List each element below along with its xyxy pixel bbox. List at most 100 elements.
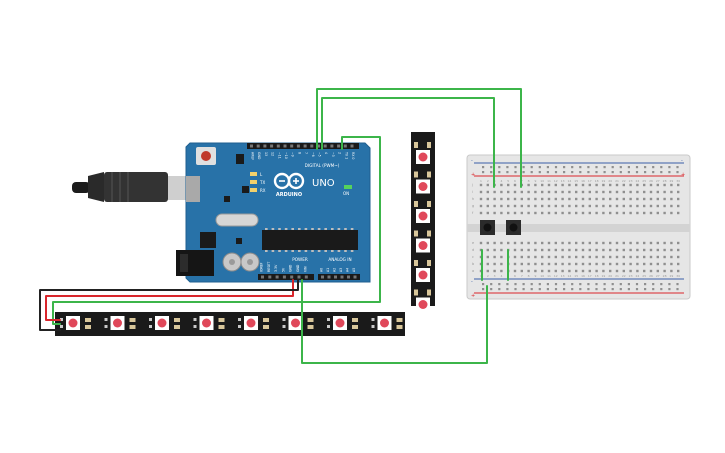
led-pixel[interactable] (414, 142, 431, 164)
breadboard-column-number: 5 (507, 179, 509, 183)
led-pixel[interactable] (327, 316, 358, 330)
digital-pin-hole[interactable] (350, 144, 354, 148)
led-label-tx: TX (259, 180, 265, 185)
breadboard-center-channel (467, 224, 690, 232)
breadboard-column-number: 27 (656, 274, 660, 278)
usb-socket (186, 176, 200, 202)
led-pixel[interactable] (149, 316, 180, 330)
brand-label: ARDUINO (276, 192, 302, 198)
digital-pin-hole[interactable] (343, 144, 347, 148)
wire-black-gnd-to-strip[interactable] (39, 279, 299, 331)
digital-pin-hole[interactable] (263, 144, 267, 148)
digital-pin-hole[interactable] (323, 144, 327, 148)
breadboard-column-number: 1 (480, 179, 482, 183)
power-pin-label: 3.3V (274, 264, 278, 272)
wire-green-pin-to-strip-data[interactable] (52, 136, 381, 325)
led-on (344, 185, 352, 189)
breadboard[interactable]: - + - + - + 1122334455667788991010111112… (466, 154, 691, 300)
led-pixel[interactable] (104, 316, 136, 330)
bottom-rail-plus-sign: + (471, 293, 475, 299)
breadboard-column-number: 15 (574, 274, 578, 278)
power-pin-hole[interactable] (297, 275, 301, 279)
power-pin-hole[interactable] (304, 275, 308, 279)
breadboard-column-number: 2 (487, 179, 489, 183)
breadboard-column-number: 11 (547, 274, 551, 278)
top-rail-minus-sign-right: - (681, 158, 683, 164)
breadboard-column-number: 18 (595, 179, 599, 183)
led-pixel[interactable] (414, 289, 431, 312)
analog-header[interactable] (318, 274, 360, 280)
led-pixel[interactable] (60, 316, 91, 330)
breadboard-column-number: 23 (629, 179, 633, 183)
arduino-logo-icon (273, 172, 305, 190)
power-pin-hole[interactable] (282, 275, 286, 279)
breadboard-column-number: 29 (669, 179, 673, 183)
breadboard-column-number: 21 (615, 274, 619, 278)
power-pin-label: GND (289, 264, 293, 272)
digital-pin-hole[interactable] (296, 144, 300, 148)
digital-pin-hole[interactable] (317, 144, 320, 148)
pushbutton-2[interactable] (506, 220, 521, 235)
power-header[interactable] (258, 274, 314, 280)
led-pixel[interactable] (282, 316, 314, 330)
wire-green-pin-to-breadboard-col-21[interactable] (316, 88, 522, 188)
digital-pin-hole[interactable] (283, 144, 287, 148)
breadboard-column-number: 17 (588, 179, 592, 183)
power-header-label: POWER (292, 257, 308, 262)
digital-pin-label: ~10 (284, 152, 288, 159)
wire-green-pin-to-breadboard-col-4[interactable] (321, 97, 495, 188)
breadboard-column-number: 19 (601, 179, 605, 183)
breadboard-column-number: 10 (540, 274, 544, 278)
digital-pin-label: 12 (271, 152, 275, 156)
chip-pins (265, 228, 354, 252)
digital-pin-label: 2 (338, 152, 342, 154)
led-pixel[interactable] (193, 316, 225, 330)
digital-pin-hole[interactable] (310, 144, 314, 148)
digital-pin-hole[interactable] (250, 144, 253, 148)
analog-pin-hole[interactable] (321, 275, 324, 279)
digital-pin-hole[interactable] (290, 144, 294, 148)
analog-pin-hole[interactable] (334, 275, 337, 279)
power-pin-hole[interactable] (275, 275, 279, 279)
led-strip-vertical[interactable] (411, 132, 435, 312)
digital-pin-hole[interactable] (256, 144, 260, 148)
power-pin-hole[interactable] (268, 275, 272, 279)
usb-cable[interactable] (72, 172, 200, 202)
led-pixel[interactable] (371, 316, 403, 330)
digital-header[interactable] (247, 143, 359, 149)
analog-pin-hole[interactable] (340, 275, 344, 279)
wire-green-gnd-to-breadboard[interactable] (301, 279, 488, 364)
digital-pin-hole[interactable] (303, 144, 307, 148)
top-rail-plus-sign: + (471, 172, 475, 178)
digital-pin-hole[interactable] (330, 144, 334, 148)
led-strip-horizontal[interactable] (55, 312, 405, 336)
power-pin-label: 5V (281, 267, 285, 272)
power-pin-hole[interactable] (261, 275, 264, 279)
analog-pin-hole[interactable] (353, 275, 357, 279)
led-pixel[interactable] (414, 201, 431, 223)
breadboard-column-number: 17 (588, 274, 592, 278)
digital-pin-hole[interactable] (276, 144, 280, 148)
power-pin-label: VIN (303, 266, 307, 272)
reset-button-cap[interactable] (201, 151, 211, 161)
digital-pin-hole[interactable] (270, 144, 274, 148)
voltage-regulator (200, 232, 216, 248)
analog-pin-label: A5 (352, 268, 356, 272)
breadboard-column-number: 22 (622, 179, 626, 183)
analog-pin-hole[interactable] (347, 275, 350, 279)
breadboard-column-number: 16 (581, 274, 585, 278)
crystal-oscillator (215, 213, 259, 227)
breadboard-column-number: 12 (554, 179, 558, 183)
led-pixel[interactable] (414, 260, 431, 282)
pushbutton-1[interactable] (480, 220, 495, 235)
power-pin-hole[interactable] (290, 275, 294, 279)
led-pixel[interactable] (238, 316, 269, 330)
led-pixel[interactable] (414, 171, 431, 194)
digital-pin-hole[interactable] (337, 144, 341, 148)
digital-pin-label: 7 (304, 152, 308, 154)
led-pixel[interactable] (414, 230, 431, 253)
breadboard-column-number: 2 (487, 274, 489, 278)
analog-pin-hole[interactable] (327, 275, 331, 279)
breadboard-column-number: 13 (561, 179, 565, 183)
